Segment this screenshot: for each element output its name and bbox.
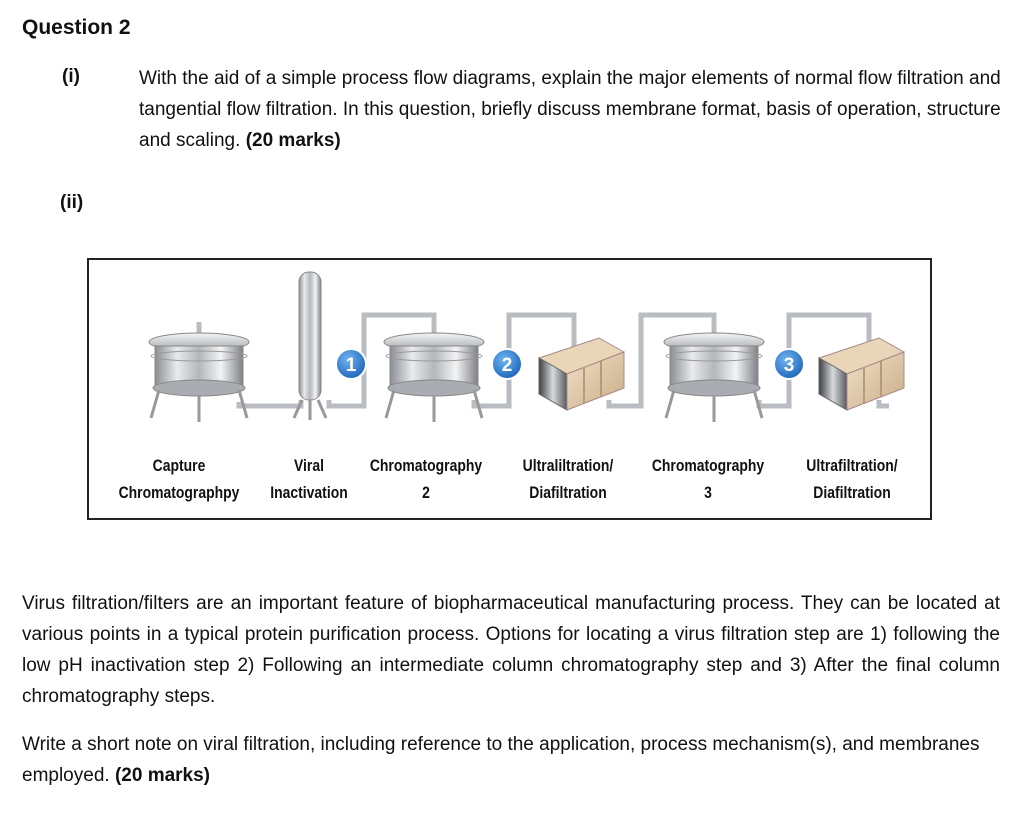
step-caption-line: 3: [704, 483, 712, 502]
uf-df-cassette-2: [817, 337, 906, 411]
viral-inactivation-tank: [292, 271, 328, 420]
step-caption-line: Capture: [152, 456, 206, 475]
step-caption-chromatography-2: Chromatography 2: [365, 452, 488, 506]
short-note-text: Write a short note on viral filtration, …: [22, 734, 980, 786]
part-i-question: With the aid of a simple process flow di…: [139, 68, 1001, 151]
process-flow-diagram: 1 2 3: [148, 271, 906, 422]
step-caption-chromatography-3: Chromatography 3: [647, 452, 770, 506]
part-i-marks: (20 marks): [245, 130, 341, 151]
step-caption-line: Inactivation: [270, 483, 348, 502]
step-caption-uf-df-2: Ultrafiltration/ Diafiltration: [792, 452, 912, 506]
step-caption-line: Ultraliltration/: [522, 456, 614, 475]
chromatography-column-2: [383, 332, 485, 422]
virus-filter-badge-3: 3: [773, 348, 805, 380]
step-caption-line: Viral: [294, 456, 324, 475]
badge-2-label: 2: [502, 355, 513, 376]
step-caption-line: Chromatographpy: [118, 483, 240, 502]
chromatography-column-3: [663, 332, 765, 422]
virus-filtration-paragraph: Virus filtration/filters are an importan…: [22, 593, 1000, 707]
short-note-marks: (20 marks): [114, 765, 211, 786]
capture-column: [148, 332, 250, 422]
step-caption-line: Chromatography: [651, 456, 765, 475]
step-caption-line: Diafiltration: [529, 483, 607, 502]
step-caption-viral-inactivation: Viral Inactivation: [260, 452, 358, 506]
step-caption-line: 2: [422, 483, 430, 502]
uf-df-cassette-1: [537, 337, 626, 411]
badge-3-label: 3: [784, 355, 795, 376]
step-caption-line: Chromatography: [369, 456, 483, 475]
virus-filter-badge-1: 1: [335, 348, 367, 380]
badge-1-label: 1: [346, 355, 357, 376]
step-caption-capture: Capture Chromatographpy: [113, 452, 244, 506]
short-note-question: Write a short note on viral filtration, …: [22, 729, 1000, 791]
part-i-number: (i): [62, 66, 80, 87]
step-caption-line: Ultrafiltration/: [806, 456, 898, 475]
step-caption-line: Diafiltration: [813, 483, 891, 502]
part-ii-number: (ii): [60, 192, 84, 213]
step-caption-uf-df-1: Ultraliltration/ Diafiltration: [508, 452, 628, 506]
virus-filter-badge-2: 2: [491, 348, 523, 380]
process-flow-figure: 1 2 3 Capture Chromatographpy Viral Inac…: [87, 258, 932, 520]
part-i-text: With the aid of a simple process flow di…: [139, 63, 1009, 156]
question-title: Question 2: [22, 16, 131, 39]
